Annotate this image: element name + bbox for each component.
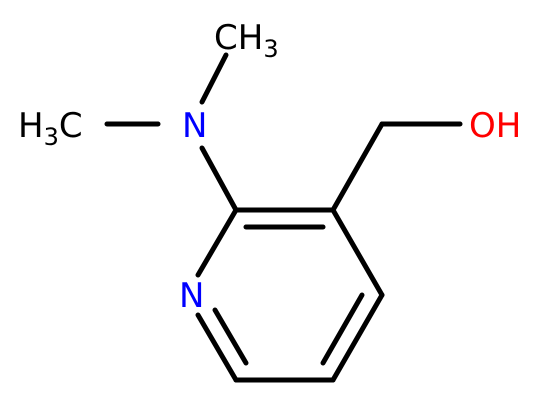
bond-n-ring-c2 <box>195 207 239 278</box>
atom-methyl-top: CH3 <box>214 18 279 63</box>
atom-n-ring: N <box>179 276 204 316</box>
methyl-left-h: H <box>18 106 44 146</box>
bond-n-c2 <box>199 145 239 213</box>
methyl-left-c: C <box>59 106 83 146</box>
bond-c4-c5-inner <box>320 292 365 366</box>
methyl-top-subscript: 3 <box>263 35 278 63</box>
bond-c6-n-ring <box>195 312 239 383</box>
methyl-left-subscript: 3 <box>44 123 59 151</box>
bonds <box>104 52 463 383</box>
atom-methyl-left: H3C <box>18 106 83 151</box>
bond-c3-ch2 <box>330 121 385 213</box>
atom-labels: N N OH CH3 H3C <box>18 18 521 316</box>
bond-c3-c4 <box>330 207 385 298</box>
bond-c4-c5 <box>330 292 385 383</box>
bond-n-methyl-top <box>199 52 229 105</box>
atom-oh: OH <box>469 106 521 146</box>
bond-c6-n-ring-inner <box>212 307 249 366</box>
atom-n-amine: N <box>182 106 207 146</box>
methyl-top-main: CH <box>214 18 263 58</box>
